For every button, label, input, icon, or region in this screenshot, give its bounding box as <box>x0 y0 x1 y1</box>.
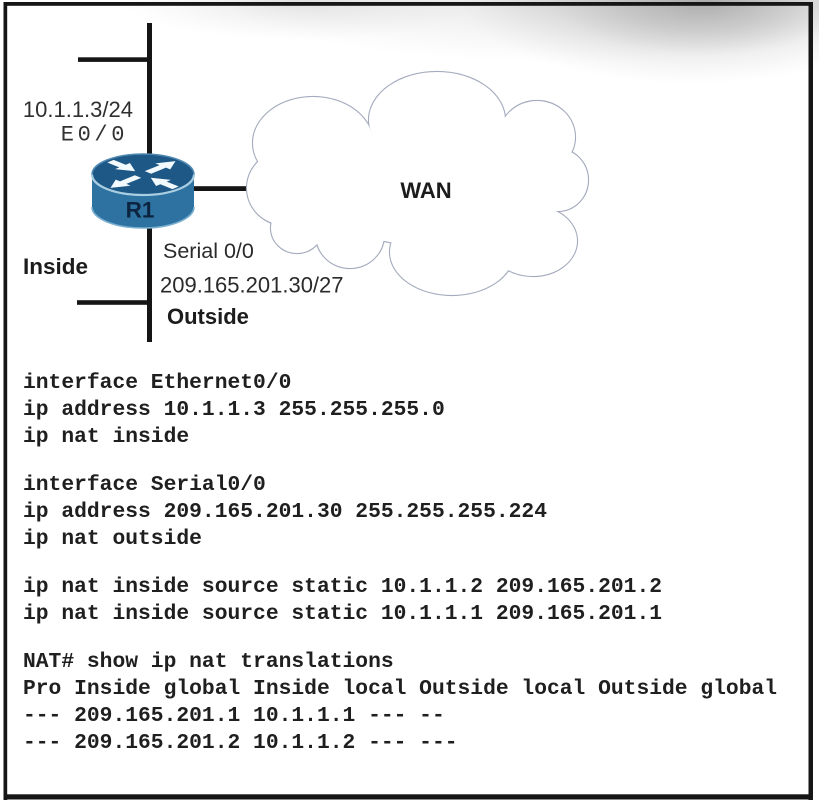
svg-text:Pro Inside global Inside local: Pro Inside global Inside local Outside l… <box>23 677 777 701</box>
svg-text:10.1.1.3/24: 10.1.1.3/24 <box>23 97 133 122</box>
svg-text:209.165.201.30/27: 209.165.201.30/27 <box>160 273 344 298</box>
svg-text:ip nat outside: ip nat outside <box>23 527 202 551</box>
svg-text:--- 209.165.201.1 10.1.1.1 ---: --- 209.165.201.1 10.1.1.1 --- -- <box>23 704 445 728</box>
svg-text:E0/0: E0/0 <box>61 123 128 148</box>
svg-text:interface Serial0/0: interface Serial0/0 <box>23 473 266 497</box>
svg-text:interface Ethernet0/0: interface Ethernet0/0 <box>23 371 291 395</box>
svg-text:R1: R1 <box>126 198 155 223</box>
svg-text:ip nat inside source static 10: ip nat inside source static 10.1.1.1 209… <box>23 602 662 626</box>
svg-text:ip address 10.1.1.3 255.255.25: ip address 10.1.1.3 255.255.255.0 <box>23 398 445 422</box>
svg-text:Outside: Outside <box>167 304 249 329</box>
svg-text:ip nat inside: ip nat inside <box>23 425 189 449</box>
svg-text:ip nat inside source static 10: ip nat inside source static 10.1.1.2 209… <box>23 575 662 599</box>
svg-text:Serial 0/0: Serial 0/0 <box>163 239 254 263</box>
svg-text:Inside: Inside <box>23 254 88 279</box>
svg-text:NAT# show ip nat translations: NAT# show ip nat translations <box>23 650 394 674</box>
svg-text:WAN: WAN <box>400 178 451 203</box>
svg-text:ip address 209.165.201.30 255.: ip address 209.165.201.30 255.255.255.22… <box>23 500 547 524</box>
svg-text:--- 209.165.201.2 10.1.1.2 ---: --- 209.165.201.2 10.1.1.2 --- --- <box>23 731 458 755</box>
